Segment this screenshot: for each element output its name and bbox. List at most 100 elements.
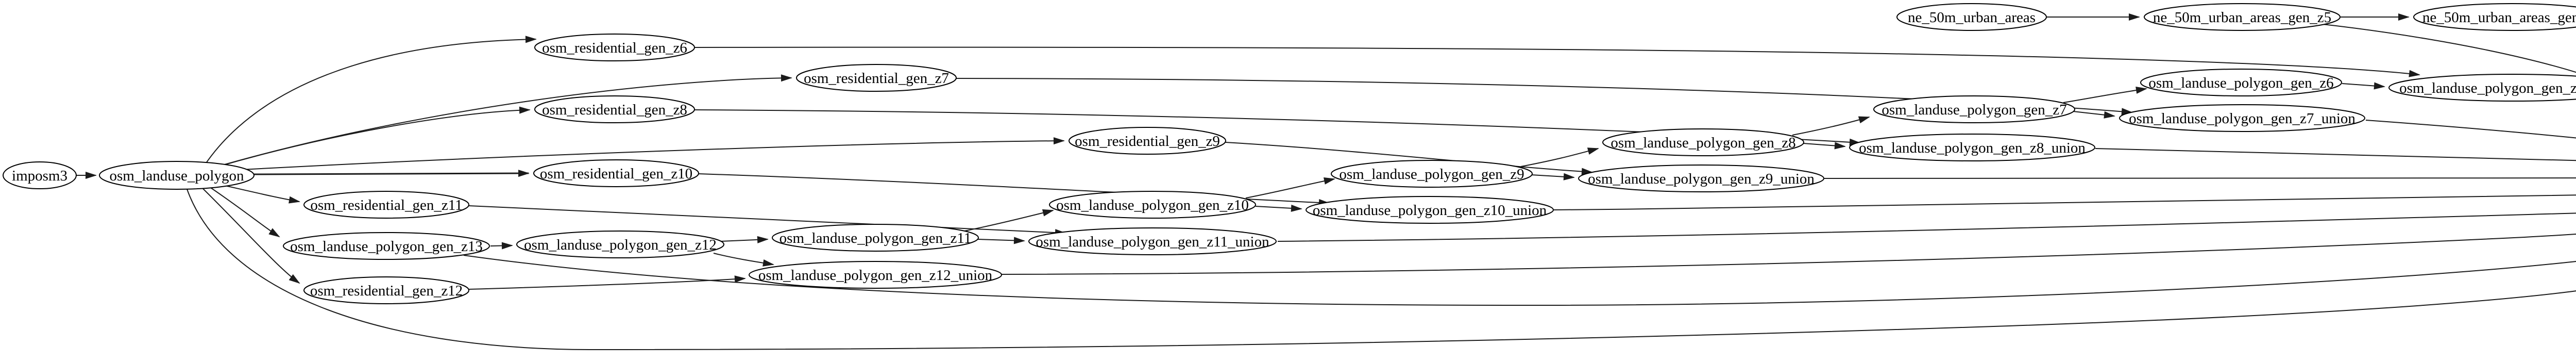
node-label: osm_landuse_polygon_gen_z13 xyxy=(290,238,483,255)
node-osm-landuse-polygon-gen-z13: osm_landuse_polygon_gen_z13 xyxy=(283,232,490,260)
node-ellipse xyxy=(534,95,695,123)
node-ellipse xyxy=(1896,3,2047,31)
edge-gen-z13-to-layer-landuse-z13 xyxy=(463,255,2576,306)
edge-gen-z9-to-gen-z8 xyxy=(1520,147,1599,167)
edge-gen-z11-union-to-layer-landuse-z11 xyxy=(1277,212,2576,242)
edge-gen-z10-to-gen-z10-union xyxy=(1255,204,1302,212)
node-osm-landuse-polygon-gen-z6: osm_landuse_polygon_gen_z6 xyxy=(2140,69,2342,96)
node-ellipse xyxy=(2140,69,2342,96)
node-label: osm_residential_gen_z9 xyxy=(1075,133,1220,150)
node-osm-landuse-polygon-gen-z11-union: osm_landuse_polygon_gen_z11_union xyxy=(1028,227,1277,255)
node-ellipse xyxy=(99,161,255,190)
node-ellipse xyxy=(772,224,979,252)
node-label: osm_landuse_polygon_gen_z11 xyxy=(779,230,972,246)
node-ne-50m-urban-areas-gen-z5: ne_50m_urban_areas_gen_z5 xyxy=(2144,3,2341,31)
edges xyxy=(76,13,2576,351)
node-imposm3: imposm3 xyxy=(3,161,77,189)
node-osm-residential-gen-z6: osm_residential_gen_z6 xyxy=(534,34,695,61)
node-osm-landuse-polygon-gen-z9: osm_landuse_polygon_gen_z9 xyxy=(1331,160,1533,188)
node-osm-landuse-polygon-gen-z11: osm_landuse_polygon_gen_z11 xyxy=(772,224,979,252)
edge-res-z10-to-gen-z10-union xyxy=(698,173,1330,207)
node-label: osm_landuse_polygon_gen_z10 xyxy=(1056,197,1249,213)
node-osm-residential-gen-z10: osm_residential_gen_z10 xyxy=(533,159,699,187)
node-ellipse xyxy=(1602,128,1804,156)
edge-res-z11-to-gen-z11-union xyxy=(468,205,1066,237)
edge-osm-landuse-polygon-to-layer-landuse-z14 xyxy=(186,187,2576,351)
node-ellipse xyxy=(3,161,77,189)
node-ellipse xyxy=(2144,3,2341,31)
node-osm-landuse-polygon-gen-z6-union: osm_landuse_polygon_gen_z6_union xyxy=(2388,74,2576,102)
node-ellipse xyxy=(283,232,490,260)
edge-gen-z7-union-to-layer-landuse-z7 xyxy=(2365,120,2576,139)
edge-res-z12-to-gen-z12-union xyxy=(467,275,746,290)
edge-gen-z12-to-gen-z11 xyxy=(720,236,769,243)
node-osm-landuse-polygon-gen-z7: osm_landuse_polygon_gen_z7 xyxy=(1873,95,2075,123)
edge-osm-landuse-polygon-to-osm-residential-gen-z7 xyxy=(218,74,792,167)
edge-gen-z6-to-gen-z6-union xyxy=(2342,82,2385,90)
node-ellipse xyxy=(1306,196,1554,224)
node-osm-landuse-polygon-gen-z8-union: osm_landuse_polygon_gen_z8_union xyxy=(1849,134,2095,161)
node-ellipse xyxy=(1331,160,1533,188)
node-ellipse xyxy=(1849,134,2095,161)
node-label: ne_50m_urban_areas xyxy=(1908,9,2036,26)
node-ellipse xyxy=(533,159,699,187)
edge-gen-z13-to-gen-z12 xyxy=(490,242,513,250)
edge-osm-landuse-polygon-to-osm-residential-gen-z8 xyxy=(216,106,531,168)
node-osm-landuse-polygon-gen-z7-union: osm_landuse_polygon_gen_z7_union xyxy=(2119,104,2365,132)
node-osm-landuse-polygon-gen-z9-union: osm_landuse_polygon_gen_z9_union xyxy=(1578,164,1824,192)
node-label: imposm3 xyxy=(12,168,67,184)
edge-gen-z11-to-gen-z11-union xyxy=(977,237,1025,244)
node-ellipse xyxy=(303,191,469,219)
node-label: osm_residential_gen_z10 xyxy=(540,166,692,182)
node-ellipse xyxy=(749,261,1002,289)
node-label: osm_landuse_polygon_gen_z7_union xyxy=(2129,110,2355,127)
node-ellipse xyxy=(1578,164,1824,192)
edge-osm-landuse-polygon-to-osm-landuse-polygon-gen-z13 xyxy=(206,184,280,238)
node-ne-50m-urban-areas-gen-z4: ne_50m_urban_areas_gen_z4 xyxy=(2413,3,2576,31)
nodes: imposm3 osm_landuse_polygon osm_resident… xyxy=(3,3,2576,304)
edge-gen-z7-to-gen-z7-union xyxy=(2073,111,2115,119)
node-ellipse xyxy=(2388,74,2576,102)
edge-gen-z8-to-gen-z7 xyxy=(1792,116,1870,136)
node-ellipse xyxy=(1873,95,2075,123)
node-ellipse xyxy=(534,34,695,61)
node-ne-50m-urban-areas: ne_50m_urban_areas xyxy=(1896,3,2047,31)
node-osm-landuse-polygon-gen-z12-union: osm_landuse_polygon_gen_z12_union xyxy=(749,261,1002,289)
node-ellipse xyxy=(2119,104,2365,132)
edge-res-z9-to-gen-z9-union xyxy=(1225,142,1593,175)
edge-gen-z9-to-gen-z9-union xyxy=(1531,173,1575,180)
node-osm-landuse-polygon: osm_landuse_polygon xyxy=(99,161,255,190)
node-label: osm_landuse_polygon_gen_z9 xyxy=(1339,166,1524,183)
node-ellipse xyxy=(796,64,957,92)
node-ellipse xyxy=(303,276,469,304)
node-ellipse xyxy=(1028,227,1277,255)
node-label: osm_residential_gen_z6 xyxy=(542,40,687,56)
node-osm-residential-gen-z12: osm_residential_gen_z12 xyxy=(303,276,469,304)
node-osm-landuse-polygon-gen-z8: osm_landuse_polygon_gen_z8 xyxy=(1602,128,1804,156)
node-osm-landuse-polygon-gen-z10-union: osm_landuse_polygon_gen_z10_union xyxy=(1306,196,1554,224)
node-label: osm_landuse_polygon_gen_z6 xyxy=(2148,75,2333,91)
node-osm-landuse-polygon-gen-z12: osm_landuse_polygon_gen_z12 xyxy=(516,231,724,258)
node-osm-residential-gen-z7: osm_residential_gen_z7 xyxy=(796,64,957,92)
node-label: osm_landuse_polygon_gen_z8 xyxy=(1611,135,1795,151)
node-label: osm_landuse_polygon_gen_z10_union xyxy=(1313,202,1547,219)
node-ellipse xyxy=(516,231,724,258)
node-label: osm_residential_gen_z11 xyxy=(310,197,462,213)
node-label: ne_50m_urban_areas_gen_z5 xyxy=(2153,9,2331,26)
node-label: osm_landuse_polygon_gen_z7 xyxy=(1882,102,2066,118)
edge-gen-z8-to-gen-z8-union xyxy=(1803,142,1846,150)
node-label: osm_landuse_polygon_gen_z6_union xyxy=(2399,80,2576,96)
node-label: osm_landuse_polygon_gen_z8_union xyxy=(1859,140,2086,156)
node-osm-residential-gen-z11: osm_residential_gen_z11 xyxy=(303,191,469,219)
node-osm-residential-gen-z8: osm_residential_gen_z8 xyxy=(534,95,695,123)
node-label: ne_50m_urban_areas_gen_z4 xyxy=(2422,9,2576,26)
node-ellipse xyxy=(1069,127,1226,155)
edge-gen-z11-to-gen-z10 xyxy=(964,209,1054,232)
node-osm-landuse-polygon-gen-z10: osm_landuse_polygon_gen_z10 xyxy=(1049,191,1256,219)
node-label: osm_landuse_polygon_gen_z12 xyxy=(524,237,717,253)
node-label: osm_residential_gen_z8 xyxy=(542,102,687,118)
edge-ne-50m-gen-z5-to-layer-landuse-z5 xyxy=(2318,23,2576,73)
edge-osm-landuse-polygon-to-osm-residential-gen-z10 xyxy=(253,170,530,177)
